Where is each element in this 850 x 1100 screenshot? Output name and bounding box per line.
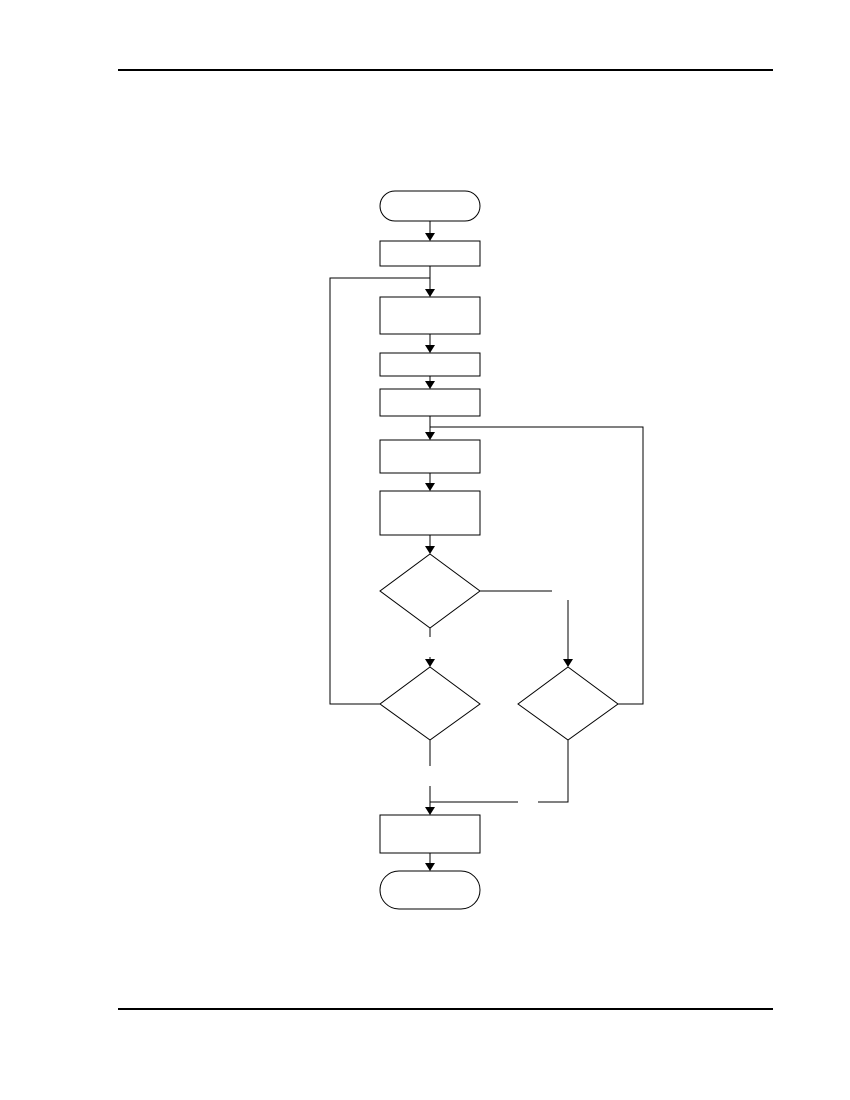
decision-diamond-2 [379,666,481,741]
end-terminator [379,870,481,910]
arrowhead [425,807,435,815]
footer-rule [118,1008,773,1010]
process-box-7 [379,814,481,854]
arrowhead [425,863,435,871]
arrowhead [425,345,435,353]
arrowhead [425,381,435,389]
process-box-4 [379,388,481,417]
arrowhead [425,546,435,554]
process-box-5 [379,439,481,474]
process-box-6 [379,490,481,536]
process-box-1 [379,240,481,267]
process-box-2 [379,296,481,335]
decision-diamond-1 [379,553,481,629]
start-terminator [379,190,481,222]
connectors [329,221,644,864]
arrowhead [563,659,573,667]
nodes [379,190,619,910]
arrowhead [425,289,435,297]
arrowheads [425,233,573,871]
arrowhead [425,483,435,491]
arrowhead [425,659,435,667]
arrowhead [425,432,435,440]
decision-diamond-3 [517,666,619,741]
edge-d3-merge [538,740,569,803]
header-rule [118,69,773,71]
process-box-3 [379,352,481,377]
edge-d2-loop-p2 [329,277,430,705]
edge-d3-loop-p5 [430,426,644,705]
arrowhead [425,233,435,241]
